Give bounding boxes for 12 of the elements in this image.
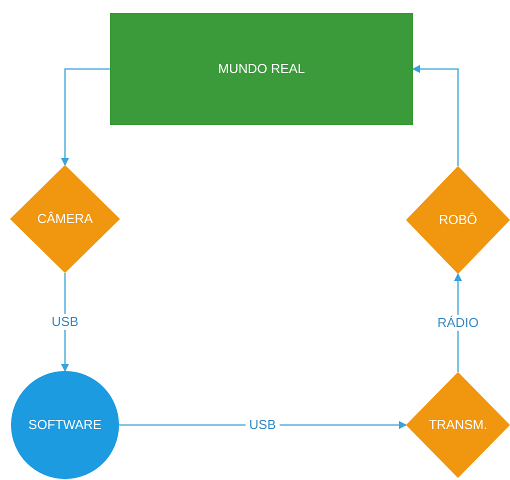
process-box (110, 13, 413, 125)
decision-diamond (10, 165, 120, 273)
connector-arrow (119, 421, 407, 429)
decision-diamond (406, 372, 510, 478)
node-label: TRANSM. (428, 416, 488, 434)
connector-arrow (61, 68, 110, 166)
node-label: SOFTWARE (28, 416, 102, 434)
node-label: ROBÔ (438, 212, 478, 228)
decision-diamond (406, 166, 510, 274)
connector-arrow (412, 65, 459, 166)
node-label: MUNDO REAL (218, 60, 305, 78)
node-label: CÂMERA (37, 210, 93, 228)
